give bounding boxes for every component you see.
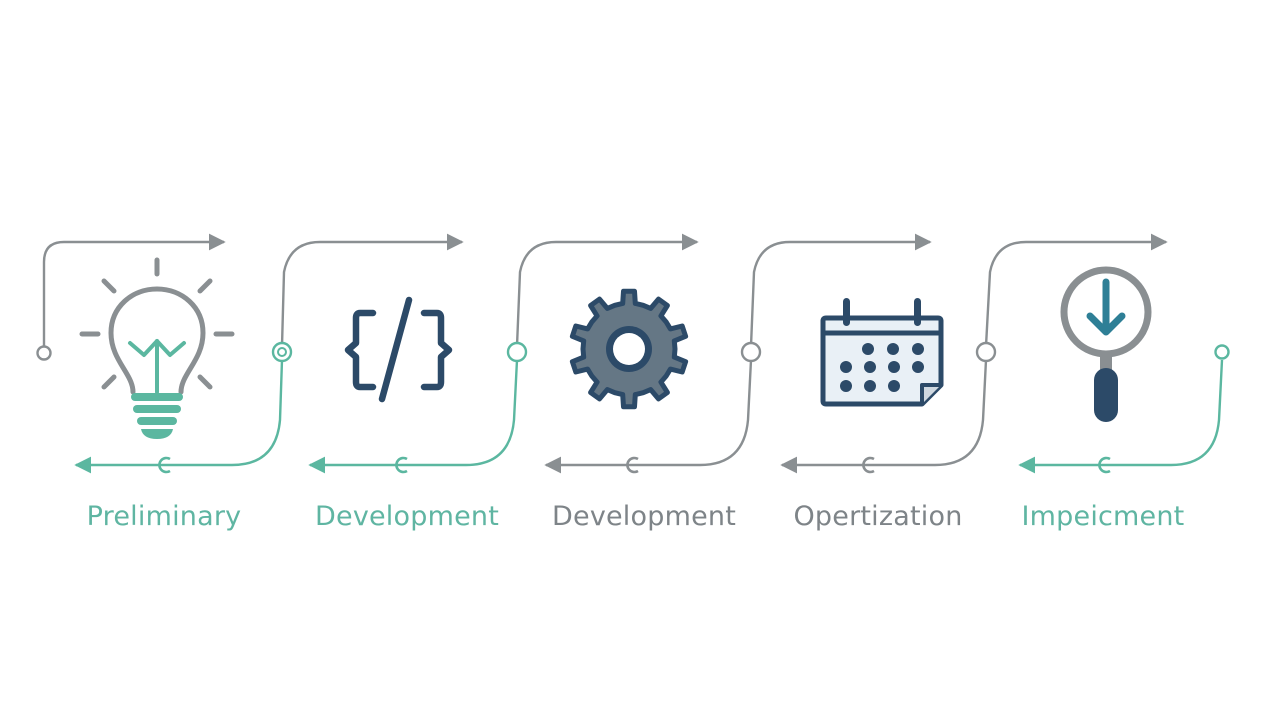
bottom-arrow-3 bbox=[544, 359, 753, 474]
lightbulb-icon bbox=[79, 257, 235, 439]
stage-label-development-1: Development bbox=[315, 501, 499, 532]
connector-node bbox=[506, 341, 528, 363]
bottom-arrow-1 bbox=[74, 359, 284, 474]
stage-label-impeicment: Impeicment bbox=[1021, 501, 1185, 532]
top-arrow-1 bbox=[42, 233, 226, 346]
top-arrow-5 bbox=[984, 233, 1168, 347]
connector-node bbox=[36, 345, 52, 361]
calendar-icon bbox=[820, 298, 944, 407]
gear-hole bbox=[613, 333, 645, 365]
bottom-marker bbox=[395, 456, 408, 474]
bottom-marker bbox=[158, 456, 171, 474]
bottom-arrow-4 bbox=[780, 359, 988, 474]
top-arrow-4 bbox=[749, 233, 932, 347]
connector-node bbox=[1214, 344, 1230, 360]
gear-icon bbox=[569, 288, 689, 410]
code-brackets-icon bbox=[344, 296, 453, 403]
bottom-arrow-5 bbox=[1018, 359, 1224, 474]
top-arrow-3 bbox=[515, 233, 699, 347]
magnifier-download-icon bbox=[1060, 266, 1152, 422]
connector-node bbox=[740, 341, 762, 363]
bottom-marker bbox=[862, 456, 875, 474]
bottom-arrow-2 bbox=[308, 359, 519, 474]
bottom-marker bbox=[626, 456, 639, 474]
bottom-marker bbox=[1098, 456, 1111, 474]
top-arrow-2 bbox=[280, 233, 464, 347]
stage-label-opertization: Opertization bbox=[793, 501, 963, 532]
connector-node bbox=[271, 341, 293, 363]
connector-lines bbox=[36, 233, 1230, 474]
connector-node bbox=[975, 341, 997, 363]
stage-label-preliminary: Preliminary bbox=[86, 501, 242, 532]
stage-label-development-2: Development bbox=[552, 501, 736, 532]
